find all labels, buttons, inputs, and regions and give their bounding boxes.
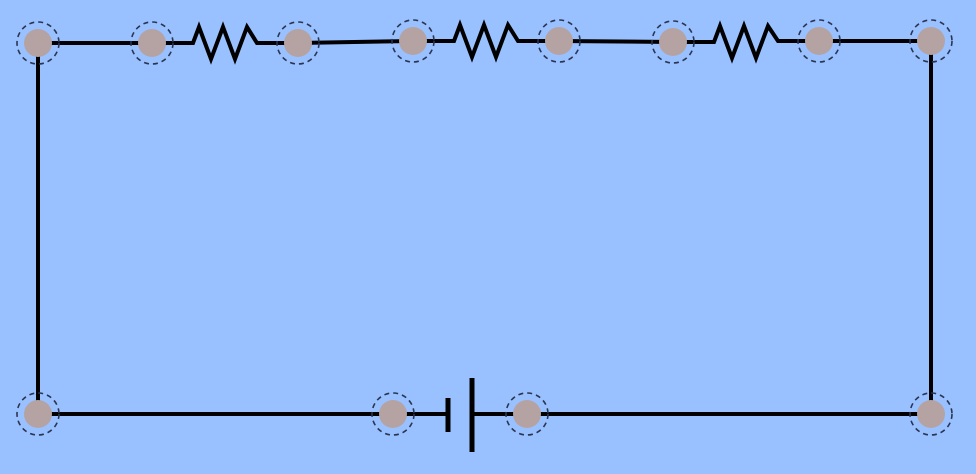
terminal-r2-right[interactable]	[537, 19, 581, 63]
terminal-top-right-corner[interactable]	[909, 19, 953, 63]
wire-top-middle-2	[557, 39, 675, 44]
wire-top-middle-1	[296, 39, 415, 45]
terminals	[16, 19, 953, 436]
resistor-r3[interactable]	[673, 20, 819, 64]
terminal-bottom-right-corner[interactable]	[909, 392, 953, 436]
resistor-icon	[413, 19, 559, 63]
terminal-r2-left[interactable]	[391, 19, 435, 63]
terminal-bottom-left-corner[interactable]	[16, 392, 60, 436]
resistor-icon	[152, 21, 298, 65]
resistor-r1[interactable]	[152, 21, 298, 65]
terminal-battery-right[interactable]	[505, 392, 549, 436]
terminal-r1-right[interactable]	[276, 21, 320, 65]
resistor-icon	[673, 20, 819, 64]
terminal-top-left-corner[interactable]	[16, 21, 60, 65]
wires	[36, 39, 933, 416]
battery-b1[interactable]	[391, 378, 529, 452]
terminal-r1-left[interactable]	[130, 21, 174, 65]
resistor-r2[interactable]	[413, 19, 559, 63]
terminal-battery-left[interactable]	[371, 392, 415, 436]
terminal-r3-left[interactable]	[651, 20, 695, 64]
terminal-r3-right[interactable]	[797, 19, 841, 63]
